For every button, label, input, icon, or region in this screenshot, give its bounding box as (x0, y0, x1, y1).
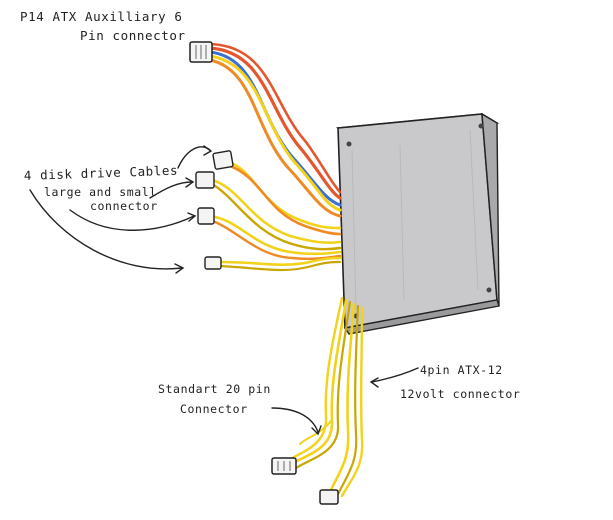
std20-label-line2: Connector (180, 402, 248, 416)
annotation-arrows (29, 145, 419, 436)
atx12-label-line1: 4pin ATX-12 (420, 363, 503, 377)
disk-label-line3: connector (90, 199, 158, 213)
disk-label-line1: 4 disk drive Cables (24, 163, 179, 183)
arrow-head-icon (369, 377, 379, 388)
arrow-to-20pin (271, 407, 319, 433)
psu-bottom-face (343, 299, 500, 335)
standard-20pin-connector-icon (271, 457, 297, 475)
aux-6pin-cable-bundle (208, 42, 342, 218)
arrow-to-disk-connector-4 (29, 189, 183, 270)
disk-label-line2: large and small (44, 185, 157, 199)
atx12-label-line2: 12volt connector (400, 387, 520, 401)
std20-label-line1: Standart 20 pin (158, 382, 271, 396)
arrow-to-disk-connector-3 (69, 209, 195, 231)
psu-front-face (337, 113, 498, 329)
arrow-head-icon (203, 145, 213, 156)
arrow-to-disk-connector-1 (177, 146, 211, 169)
arrow-head-icon (174, 263, 185, 274)
atx12-4pin-connector-icon (319, 489, 339, 505)
disk-connector-icon (195, 171, 215, 189)
arrow-head-icon (185, 177, 195, 188)
arrow-head-icon (311, 425, 322, 436)
screw-icon (346, 141, 352, 147)
main-power-cable-bundle (284, 296, 364, 498)
aux-label-line1: P14 ATX Auxilliary 6 (20, 9, 183, 24)
disk-connector-icon (212, 150, 234, 170)
disk-connector-icon (204, 256, 222, 270)
arrow-to-disk-connector-2 (149, 181, 193, 199)
disk-connector-icon (197, 207, 215, 225)
labels: P14 ATX Auxilliary 6 Pin connector 4 dis… (20, 9, 520, 416)
aux-6pin-connector-icon (189, 41, 213, 63)
screw-icon (486, 287, 492, 293)
disk-drive-cable-bundle (208, 160, 342, 272)
screw-icon (478, 123, 484, 129)
arrow-to-atx12 (371, 367, 419, 383)
aux-label-line2: Pin connector (80, 28, 186, 43)
power-supply-unit (335, 112, 500, 335)
arrow-head-icon (187, 212, 197, 222)
